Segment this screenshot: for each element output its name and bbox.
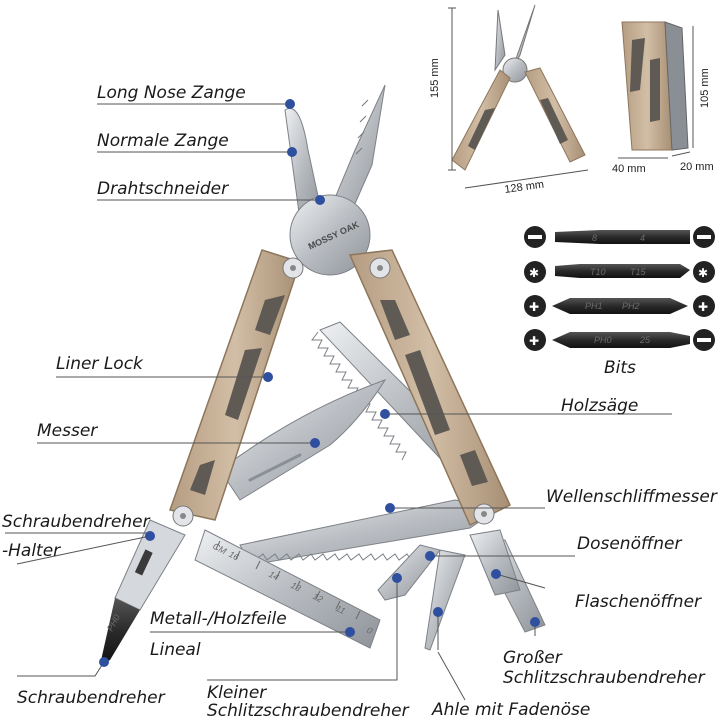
- label-ruler: Lineal: [150, 640, 201, 660]
- marker-saw: [380, 409, 390, 419]
- marker-can: [425, 551, 435, 561]
- bit-1: [555, 230, 690, 244]
- label-can-opener: Dosenöffner: [577, 534, 682, 554]
- dim-height-open: 155 mm: [429, 58, 441, 98]
- label-bottle-opener: Flaschenöffner: [575, 592, 702, 612]
- ruler-mark-14: 14: [267, 569, 281, 583]
- small-flat-screwdriver: [377, 544, 441, 601]
- screwdriver-bit: [100, 598, 140, 665]
- bits-panel: 8 4 ✱ T10 T15 ✱ ✚ PH1 PH2 ✚ ✚ PH0 25: [524, 226, 715, 351]
- marker-bottle: [491, 569, 501, 579]
- main-multitool: CM 16 14 13 12 11 0 PH0 MOSSY OAK: [100, 84, 546, 665]
- bit-1-code-a: 8: [592, 233, 597, 243]
- label-normal-pliers: Normale Zange: [97, 131, 229, 151]
- svg-text:✚: ✚: [529, 300, 539, 314]
- label-knife: Messer: [37, 421, 98, 441]
- ruler-mark-16: 16: [227, 549, 241, 563]
- marker-wire: [315, 195, 325, 205]
- ruler-mark-11: 11: [334, 603, 347, 616]
- label-wood-saw: Holzsäge: [561, 396, 639, 416]
- bit-2-code-a: T10: [590, 267, 606, 277]
- label-large-flat-line1: Großer: [503, 648, 562, 668]
- open-tool-inset: 155 mm 128 mm: [429, 4, 589, 196]
- serrated-edge: [254, 553, 412, 561]
- bit-3: [552, 298, 688, 314]
- torx-icon-2: [693, 261, 715, 283]
- phillips-icon: [524, 295, 546, 317]
- marker-liner: [263, 372, 273, 382]
- marker-small-flat: [392, 573, 402, 583]
- svg-text:✱: ✱: [698, 266, 708, 280]
- label-awl: Ahle mit Fadenöse: [432, 700, 591, 720]
- dim-width-closed: 40 mm: [612, 163, 646, 175]
- label-wire-cutter: Drahtschneider: [97, 179, 229, 199]
- leader-lines: [5, 103, 672, 701]
- ruler-mark-13: 13: [289, 580, 303, 594]
- label-long-nose-pliers: Long Nose Zange: [97, 83, 246, 103]
- marker-serrated: [385, 503, 395, 513]
- label-small-flat-line1: Kleiner: [207, 683, 267, 703]
- label-serrated-knife: Wellenschliffmesser: [546, 487, 717, 507]
- marker-bit-holder: [145, 531, 155, 541]
- dim-height-closed: 105 mm: [699, 68, 711, 108]
- svg-text:✚: ✚: [529, 334, 539, 348]
- label-bits: Bits: [604, 358, 636, 378]
- torx-icon: [524, 261, 546, 283]
- marker-normal: [287, 147, 297, 157]
- ruler-mark-12: 12: [311, 591, 325, 605]
- knife-slot: [248, 453, 302, 482]
- label-file: Metall-/Holzfeile: [150, 609, 287, 629]
- marker-large-flat: [530, 617, 540, 627]
- bit-4: [552, 332, 690, 348]
- phillips-small-icon: [524, 329, 546, 351]
- bit-3-code-a: PH1: [585, 301, 603, 311]
- jaw-serrations: [355, 99, 369, 155]
- marker-file: [345, 627, 355, 637]
- marker-awl: [433, 607, 443, 617]
- label-small-flat-line2: Schlitzschraubendreher: [207, 701, 409, 721]
- svg-text:✱: ✱: [529, 266, 539, 280]
- marker-knife: [310, 438, 320, 448]
- bit-2: [555, 264, 690, 278]
- closed-tool-inset: 105 mm 40 mm 20 mm: [612, 21, 714, 175]
- bit-4-code-b: 25: [639, 335, 651, 345]
- bottle-opener: [469, 529, 521, 596]
- ruler-file: CM 16 14 13 12 11 0: [194, 529, 381, 649]
- marker-screwdriver: [99, 657, 109, 667]
- bit-3-code-b: PH2: [622, 301, 640, 311]
- callout-markers: [99, 99, 540, 667]
- label-screwdriver: Schraubendreher: [17, 688, 165, 708]
- awl: [424, 549, 466, 651]
- bit-2-code-b: T15: [630, 267, 647, 277]
- handle-screws: [172, 257, 495, 527]
- bit-holder-slot: [134, 549, 153, 576]
- phillips-icon-2: [693, 295, 715, 317]
- label-large-flat-line2: Schlitzschraubendreher: [503, 668, 705, 688]
- label-liner-lock: Liner Lock: [56, 354, 143, 374]
- label-bit-holder-line1: Schraubendreher: [2, 512, 150, 532]
- knife-blade: [219, 379, 387, 501]
- bit-4-code-a: PH0: [594, 335, 612, 345]
- marker-long-nose: [285, 99, 295, 109]
- label-bit-holder-line2: -Halter: [2, 541, 61, 561]
- svg-text:✚: ✚: [698, 300, 708, 314]
- ruler-mark-0: 0: [365, 625, 374, 636]
- bit-1-code-b: 4: [640, 233, 645, 243]
- dim-width-open: 128 mm: [504, 179, 545, 196]
- dim-depth-closed: 20 mm: [680, 161, 714, 173]
